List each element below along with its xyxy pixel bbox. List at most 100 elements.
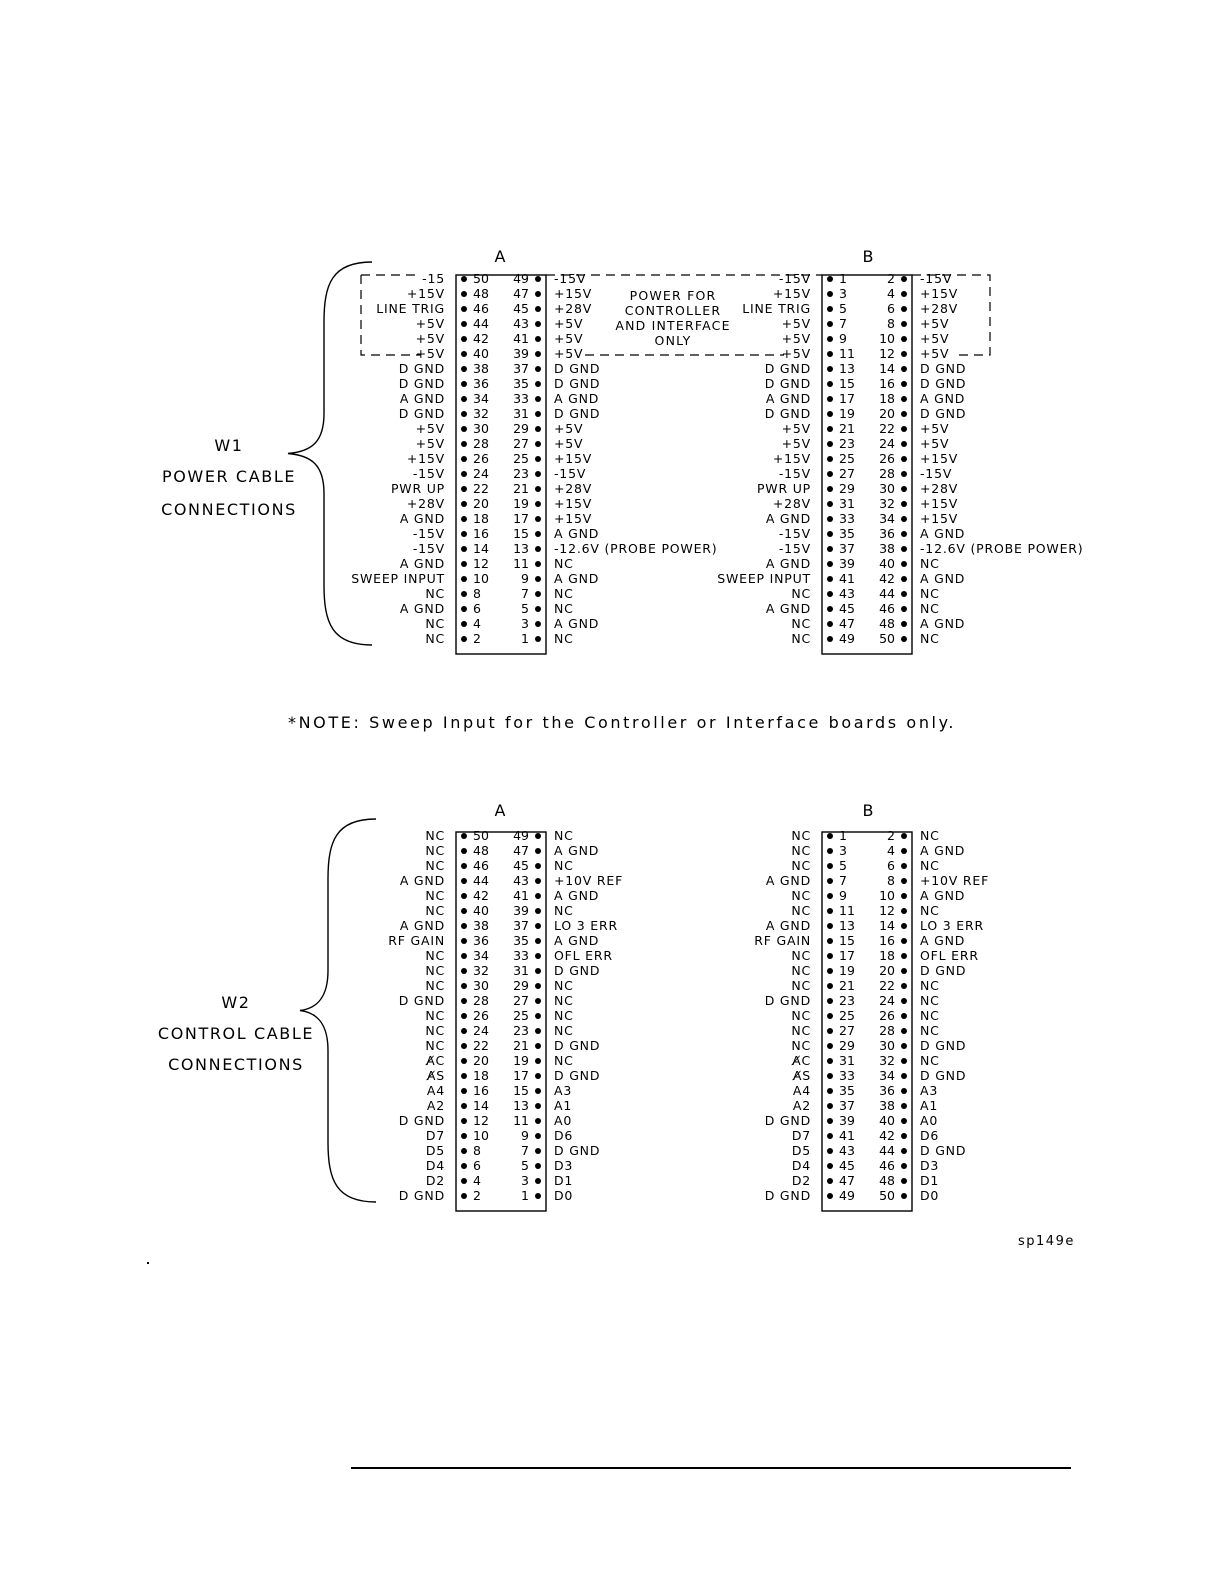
pin-number-left: 25: [839, 451, 855, 466]
pin-signal-left: LINE TRIG: [376, 301, 445, 316]
pin-dot: [827, 636, 833, 642]
pin-number-left: 34: [473, 948, 489, 963]
pin-signal-right: D GND: [554, 1038, 600, 1053]
pin-signal-left: D2: [426, 1173, 445, 1188]
pin-number-left: 11: [839, 346, 855, 361]
pin-dot: [461, 878, 467, 884]
pin-dot: [461, 893, 467, 899]
pin-signal-left: LINE TRIG: [742, 301, 811, 316]
pin-number-right: 44: [879, 586, 895, 601]
pin-signal-right: A GND: [554, 571, 599, 586]
pin-number-left: 2: [473, 631, 481, 646]
pin-number-right: 22: [879, 421, 895, 436]
pin-signal-left: +5V: [416, 346, 445, 361]
pin-signal-left: -15V: [413, 526, 445, 541]
pin-signal-right: D GND: [554, 1143, 600, 1158]
pin-signal-right: OFL ERR: [554, 948, 613, 963]
pin-number-right: 43: [513, 316, 529, 331]
pin-number-left: 3: [839, 286, 847, 301]
pin-signal-left: A GND: [766, 556, 811, 571]
pin-number-right: 10: [879, 888, 895, 903]
pin-signal-left: NC: [425, 616, 445, 631]
pin-dot: [901, 336, 907, 342]
pin-number-left: 23: [839, 436, 855, 451]
pin-number-right: 28: [879, 1023, 895, 1038]
pin-number-left: 28: [473, 436, 489, 451]
pin-dot: [827, 1013, 833, 1019]
pin-number-right: 7: [521, 586, 529, 601]
pin-signal-left: -15V: [413, 541, 445, 556]
pin-dot: [535, 591, 541, 597]
pin-signal-right: +5V: [920, 316, 949, 331]
pin-number-right: 45: [513, 858, 529, 873]
pin-dot: [827, 1193, 833, 1199]
pin-signal-right: D GND: [920, 963, 966, 978]
pin-number-right: 15: [513, 1083, 529, 1098]
pin-dot: [461, 983, 467, 989]
connector-header: A: [495, 801, 506, 820]
pin-number-left: 22: [473, 481, 489, 496]
pin-dot: [827, 833, 833, 839]
pin-signal-right: NC: [554, 631, 574, 646]
pin-dot: [827, 893, 833, 899]
pin-number-left: 32: [473, 963, 489, 978]
pin-number-left: 19: [839, 406, 855, 421]
pin-signal-right: D1: [554, 1173, 573, 1188]
pin-signal-right: NC: [554, 828, 574, 843]
pin-signal-right: D GND: [920, 1068, 966, 1083]
pin-dot: [901, 1103, 907, 1109]
pin-number-left: 49: [839, 1188, 855, 1203]
pin-number-left: 38: [473, 361, 489, 376]
pin-number-left: 12: [473, 556, 489, 571]
pin-number-right: 21: [513, 481, 529, 496]
pin-number-left: 6: [473, 1158, 481, 1173]
pin-number-right: 16: [879, 933, 895, 948]
pin-signal-left: NC: [791, 1038, 811, 1053]
pin-dot: [535, 276, 541, 282]
pin-dot: [461, 516, 467, 522]
pin-number-left: 30: [473, 421, 489, 436]
pin-signal-left: NC: [425, 1023, 445, 1038]
pin-dot: [827, 456, 833, 462]
pin-number-left: 27: [839, 1023, 855, 1038]
pin-dot: [461, 621, 467, 627]
pin-dot: [461, 938, 467, 944]
pin-dot: [535, 531, 541, 537]
pin-number-left: 44: [473, 873, 489, 888]
pin-number-left: 20: [473, 1053, 489, 1068]
pin-number-right: 26: [879, 1008, 895, 1023]
pin-dot: [827, 1103, 833, 1109]
pin-signal-left: D GND: [399, 993, 445, 1008]
pin-dot: [535, 848, 541, 854]
pin-signal-right: D6: [554, 1128, 573, 1143]
pin-dot: [901, 998, 907, 1004]
pin-dot: [827, 1163, 833, 1169]
pin-signal-left: PWR UP: [391, 481, 445, 496]
pin-dot: [461, 968, 467, 974]
pin-signal-left: D GND: [765, 993, 811, 1008]
pin-number-right: 12: [879, 346, 895, 361]
pin-dot: [461, 291, 467, 297]
pin-dot: [461, 1148, 467, 1154]
pin-number-right: 42: [879, 571, 895, 586]
pin-number-right: 4: [887, 286, 895, 301]
pin-dot: [827, 1073, 833, 1079]
pin-number-right: 19: [513, 1053, 529, 1068]
pin-signal-left: A̸S: [425, 1068, 445, 1083]
pin-dot: [461, 501, 467, 507]
pin-number-right: 6: [887, 301, 895, 316]
pin-signal-left: +5V: [416, 331, 445, 346]
pin-number-right: 47: [513, 843, 529, 858]
pin-number-right: 9: [521, 571, 529, 586]
pin-dot: [461, 1073, 467, 1079]
pin-dot: [535, 606, 541, 612]
pin-number-right: 38: [879, 541, 895, 556]
pin-signal-right: -15V: [920, 271, 952, 286]
pin-dot: [535, 321, 541, 327]
pin-signal-right: D0: [920, 1188, 939, 1203]
pin-signal-right: +5V: [554, 421, 583, 436]
pin-dot: [827, 1028, 833, 1034]
pin-signal-left: D4: [426, 1158, 445, 1173]
pin-signal-right: +10V REF: [920, 873, 989, 888]
pin-signal-left: A GND: [766, 873, 811, 888]
